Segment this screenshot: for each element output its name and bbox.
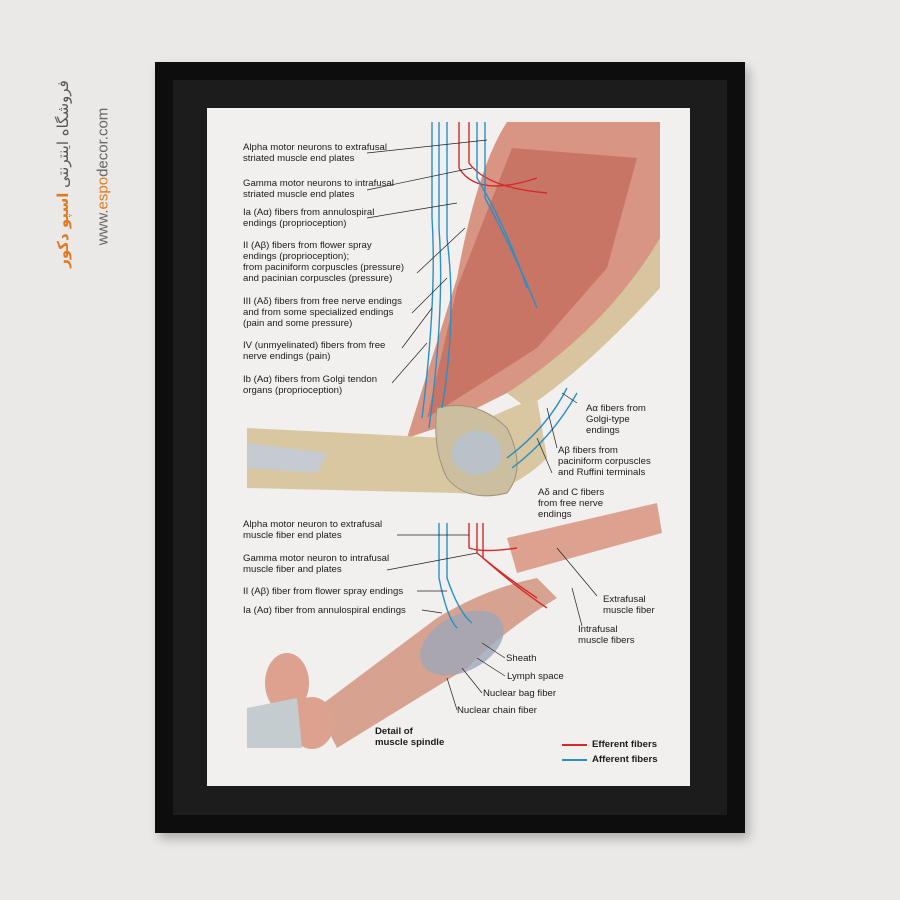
label-nuclear-bag-fiber: Nuclear bag fiber bbox=[483, 688, 557, 699]
label-ia-fibers: Ia (Aα) fibers from annulospiral endings… bbox=[243, 207, 375, 229]
bone-forearm bbox=[507, 238, 660, 408]
label-alpha-motor-neuron: Alpha motor neuron to extrafusal muscle … bbox=[243, 519, 383, 541]
label-sheath: Sheath bbox=[506, 653, 537, 664]
lower-nerve-fibers bbox=[438, 523, 548, 629]
label-ia-fiber-annulospiral: Ia (Aα) fiber from annulospiral endings bbox=[243, 605, 406, 616]
poster: Alpha motor neurons to extrafusal striat… bbox=[207, 108, 690, 786]
label-lymph-space: Lymph space bbox=[507, 671, 564, 682]
joint-capsule bbox=[452, 431, 502, 475]
label-gamma-motor-neuron: Gamma motor neuron to intrafusal muscle … bbox=[243, 553, 390, 575]
label-a-beta-paciniform: Aβ fibers from paciniform corpuscles and… bbox=[558, 445, 651, 478]
leader-lines bbox=[366, 139, 598, 711]
label-a-delta-c: Aδ and C fibers from free nerve endings bbox=[538, 487, 605, 520]
label-ii-fibers: II (Aβ) fibers from flower spray endings… bbox=[243, 240, 405, 284]
label-intrafusal-fibers: Intrafusal muscle fibers bbox=[578, 624, 635, 646]
anatomy-illustration bbox=[247, 122, 662, 761]
label-a-alpha-golgi: Aα fibers from Golgi-type endings bbox=[586, 403, 646, 436]
label-gamma-motor-neurons: Gamma motor neurons to intrafusal striat… bbox=[243, 178, 394, 200]
tendon-stub bbox=[247, 698, 302, 748]
label-nuclear-chain-fiber: Nuclear chain fiber bbox=[457, 705, 537, 716]
tendon-left bbox=[247, 443, 327, 473]
watermark-url: www.espodecor.com bbox=[94, 107, 112, 246]
muscle-stub-2 bbox=[290, 697, 334, 749]
muscle-stub-1 bbox=[265, 653, 309, 713]
legend-efferent-label: Efferent fibers bbox=[592, 739, 658, 750]
watermark: فروشگاه اینترنتی اسپو دکور www.espodecor… bbox=[38, 70, 112, 280]
label-iii-fibers: III (Aδ) fibers from free nerve endings … bbox=[243, 296, 402, 329]
label-iv-fibers: IV (unmyelinated) fibers from free nerve… bbox=[243, 340, 386, 362]
label-alpha-motor-neurons: Alpha motor neurons to extrafusal striat… bbox=[243, 142, 387, 164]
extrafusal-fiber bbox=[507, 503, 662, 573]
label-ib-fibers: Ib (Aα) fibers from Golgi tendon organs … bbox=[243, 374, 378, 396]
label-extrafusal-fiber: Extrafusal muscle fiber bbox=[603, 594, 655, 616]
muscle-belly bbox=[427, 148, 637, 418]
upper-nerve-fibers bbox=[421, 122, 578, 469]
detail-title: Detail of muscle spindle bbox=[375, 726, 445, 748]
watermark-persian: فروشگاه اینترنتی اسپو دکور bbox=[54, 80, 72, 268]
label-ii-fiber-flower-spray: II (Aβ) fiber from flower spray endings bbox=[243, 586, 404, 597]
spindle-capsule bbox=[420, 610, 504, 676]
legend-afferent-label: Afferent fibers bbox=[592, 754, 658, 765]
